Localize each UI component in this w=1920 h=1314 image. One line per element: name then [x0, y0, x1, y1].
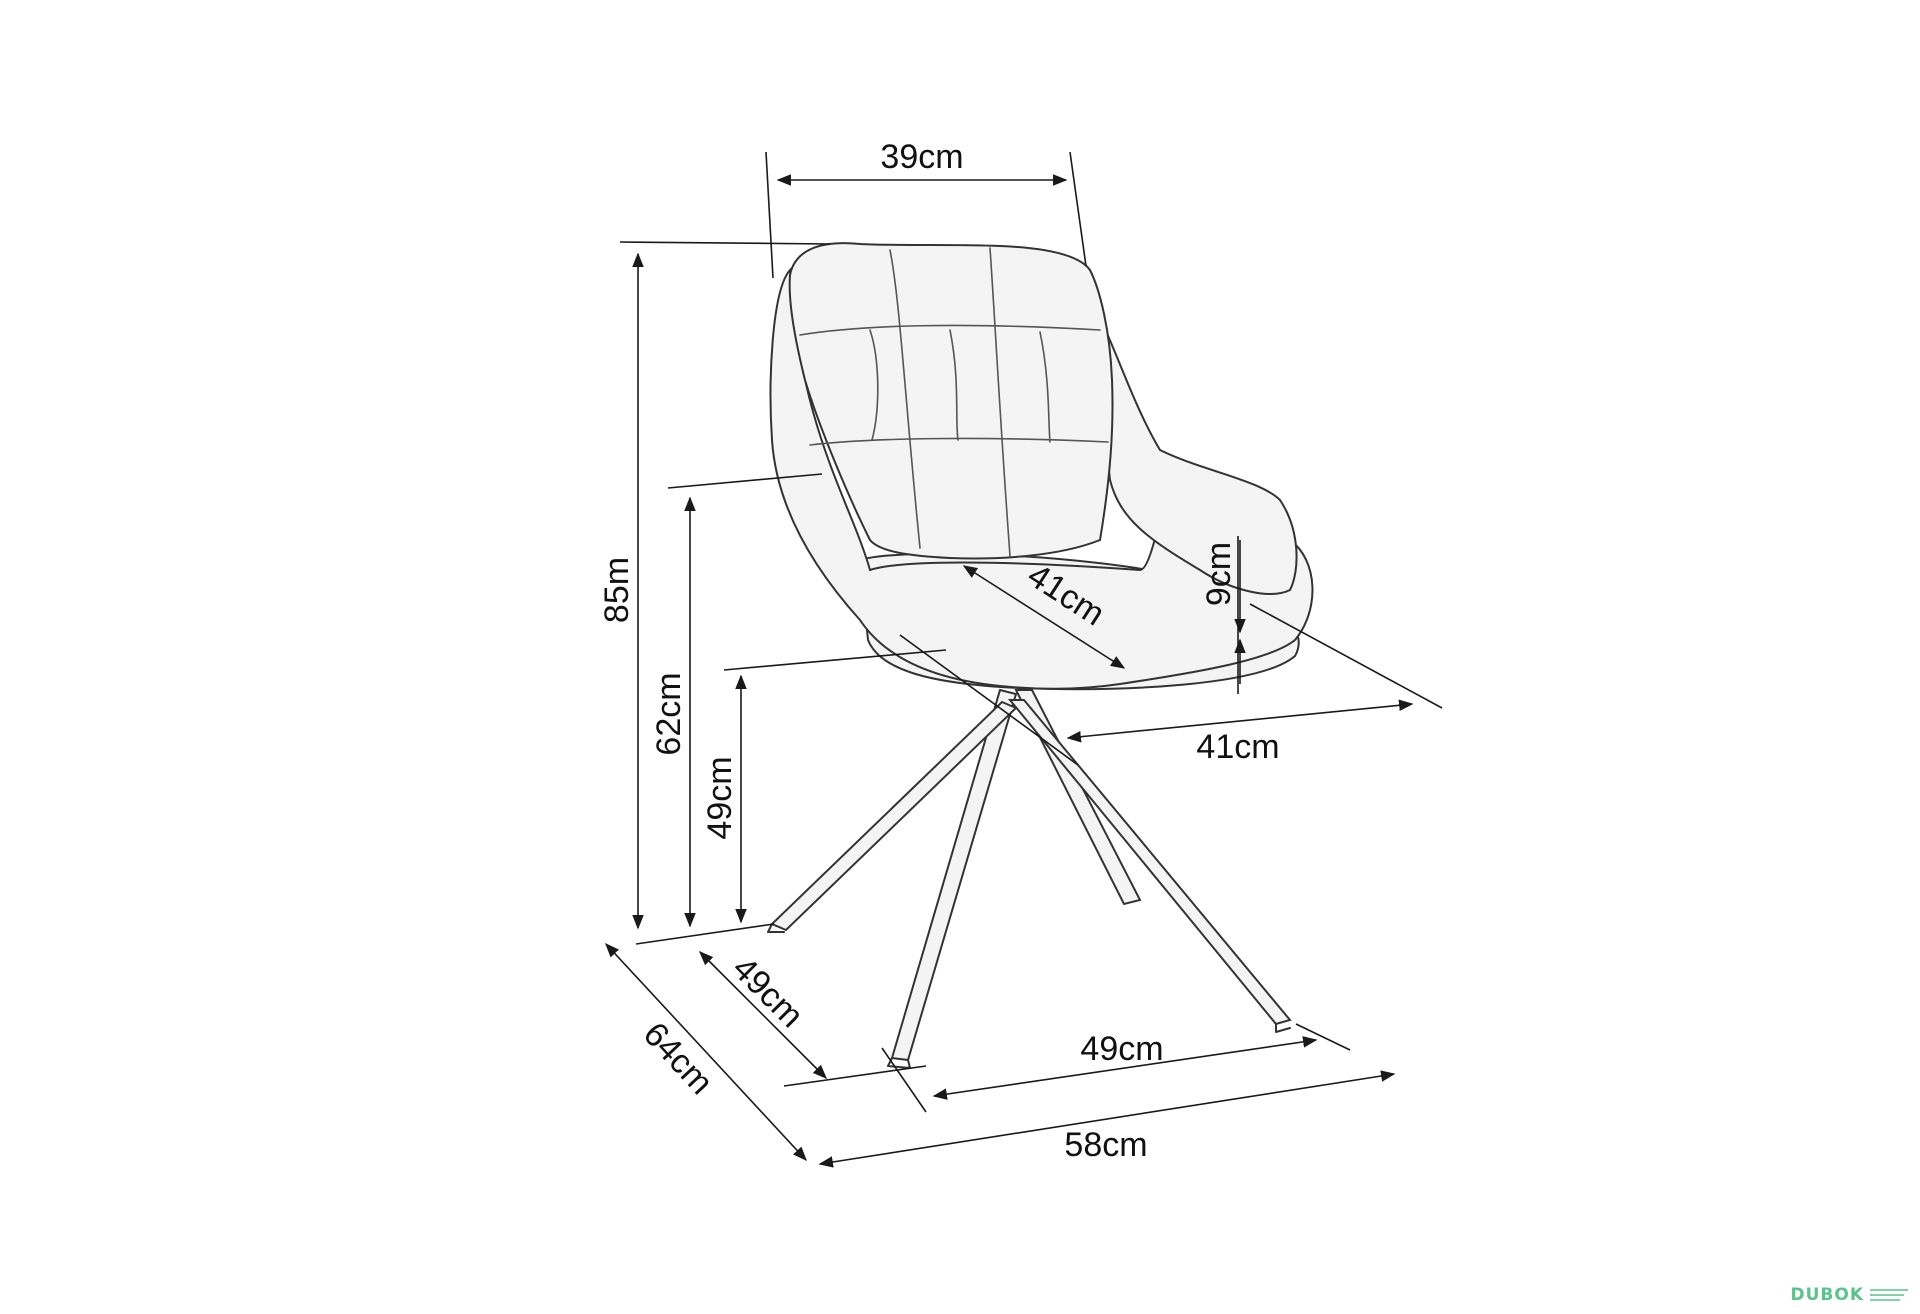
label-seat-width: 41cm [1196, 728, 1279, 766]
label-total-height: 85m [598, 557, 636, 623]
backrest [788, 242, 1114, 560]
chair-shell [769, 267, 1314, 690]
chair-legs [767, 688, 1292, 1069]
label-armrest-height: 62cm [650, 672, 688, 755]
backrest-tufting [799, 247, 1109, 557]
label-seat-height: 49cm [701, 756, 739, 839]
label-base-width: 49cm [1080, 1030, 1163, 1068]
right-arm [1089, 299, 1298, 595]
label-armrest-offset: 9cm [1200, 542, 1238, 606]
chair-illustration [767, 242, 1314, 1069]
label-total-width: 58cm [1064, 1126, 1147, 1164]
watermark-lines [1870, 1289, 1908, 1301]
label-base-depth: 49cm [725, 949, 811, 1035]
dimension-lines [605, 151, 1443, 1168]
watermark: DUBOK [1791, 1285, 1865, 1305]
label-total-depth: 64cm [636, 1015, 720, 1102]
label-backrest-width: 39cm [880, 138, 963, 176]
